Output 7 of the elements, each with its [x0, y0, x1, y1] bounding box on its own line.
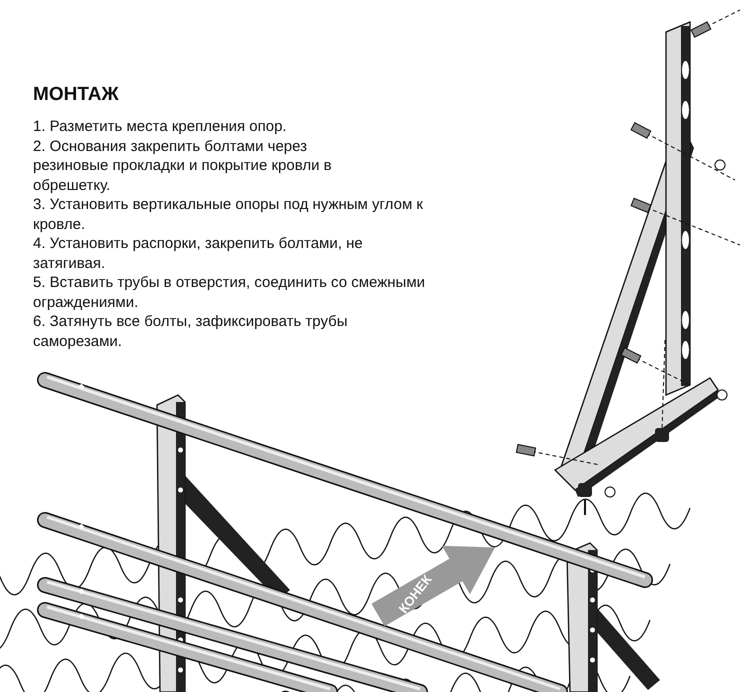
instruction-step: 3. Установить вертикальные опоры под нужным углом к кровле.	[33, 195, 433, 234]
instruction-step: 1. Разметить места крепления опор.	[33, 117, 433, 136]
instruction-step: 4. Установить распорки, закрепить болтами, не затягивая.	[33, 234, 433, 273]
instruction-step: 2. Основания закрепить болтами через резиновые прокладки и покрытие кровли в обрешетку.	[33, 136, 363, 195]
heading: МОНТАЖ	[33, 84, 119, 106]
instruction-step: 5. Вставить трубы в отверстия, соединить со смежными ограждениями.	[33, 273, 433, 312]
instruction-step: 6. Затянуть все болты, зафиксировать трубы саморезами.	[33, 312, 433, 351]
